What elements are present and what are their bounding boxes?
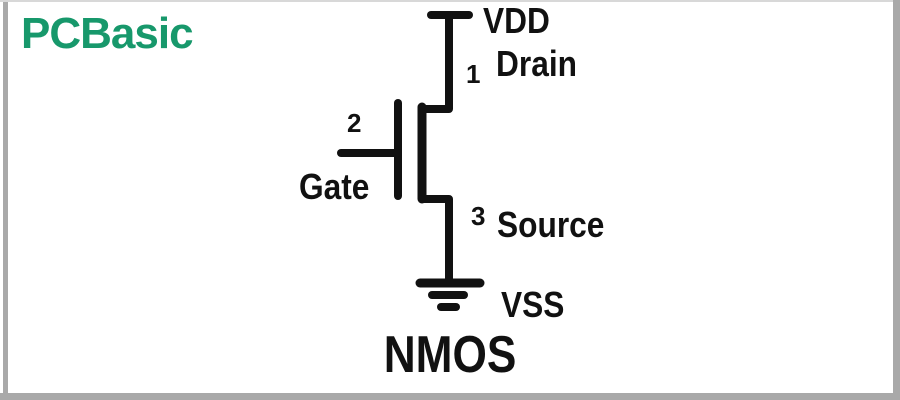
frame-border-right: [893, 0, 900, 400]
vdd-label: VDD: [483, 0, 550, 41]
source-label: Source: [497, 204, 605, 245]
pin-3-label: 3: [471, 201, 486, 231]
gate-label: Gate: [299, 166, 370, 207]
vss-label: VSS: [501, 284, 565, 325]
drain-wire: [418, 11, 453, 113]
pcbasic-logo: PCBasic: [21, 9, 194, 58]
schematic-title: NMOS: [383, 326, 517, 384]
frame-border-bottom: [0, 393, 900, 400]
source-wire: [418, 195, 453, 285]
pin-1-label: 1: [466, 59, 481, 89]
pin-2-label: 2: [347, 108, 362, 138]
drain-label: Drain: [496, 43, 577, 84]
ground-symbol: [415, 278, 485, 311]
frame-border-left: [3, 2, 8, 400]
frame-border-top: [0, 0, 900, 2]
